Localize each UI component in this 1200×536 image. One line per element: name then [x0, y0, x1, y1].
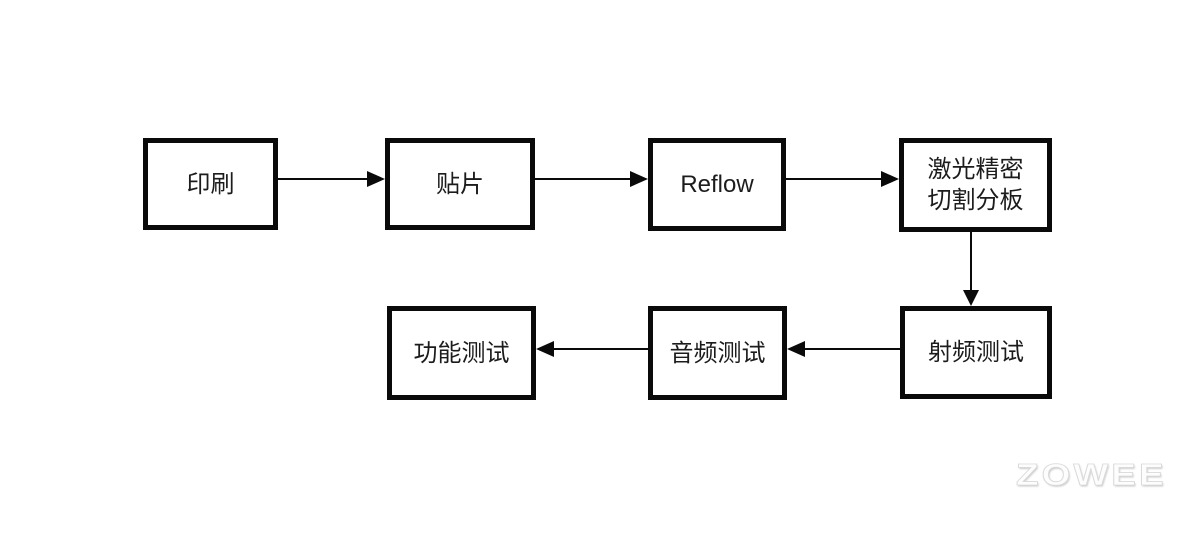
flowchart-node-laser-cutting: 激光精密 切割分板 — [899, 138, 1052, 232]
flowchart-node-print: 印刷 — [143, 138, 278, 230]
node-label: 贴片 — [436, 170, 484, 198]
node-label: 印刷 — [186, 170, 235, 198]
node-label: Reflow — [680, 171, 754, 198]
arrow-head-left-icon — [536, 341, 554, 357]
arrow-head-right-icon — [367, 171, 385, 187]
flowchart-node-function-test: 功能测试 — [387, 306, 536, 400]
arrow-head-left-icon — [787, 341, 805, 357]
arrow-line — [554, 348, 648, 350]
flowchart-node-rf-test: 射频测试 — [900, 306, 1052, 399]
arrow-line — [278, 178, 367, 180]
node-label: 功能测试 — [413, 339, 510, 367]
arrow-line — [970, 232, 972, 291]
arrow-line — [535, 178, 630, 180]
node-label: 音频测试 — [669, 339, 766, 367]
flowchart-node-audio-test: 音频测试 — [648, 306, 787, 400]
flowchart-node-smt: 贴片 — [385, 138, 535, 230]
zowee-watermark: ZOWEE — [1016, 458, 1167, 492]
arrow-head-right-icon — [630, 171, 648, 187]
arrow-line — [805, 348, 900, 350]
node-label: 激光精密 切割分板 — [927, 156, 1024, 214]
arrow-line — [786, 178, 881, 180]
node-label: 射频测试 — [928, 339, 1024, 366]
flowchart-node-reflow: Reflow — [648, 138, 786, 231]
arrow-head-right-icon — [881, 171, 899, 187]
arrow-head-down-icon — [963, 290, 979, 306]
